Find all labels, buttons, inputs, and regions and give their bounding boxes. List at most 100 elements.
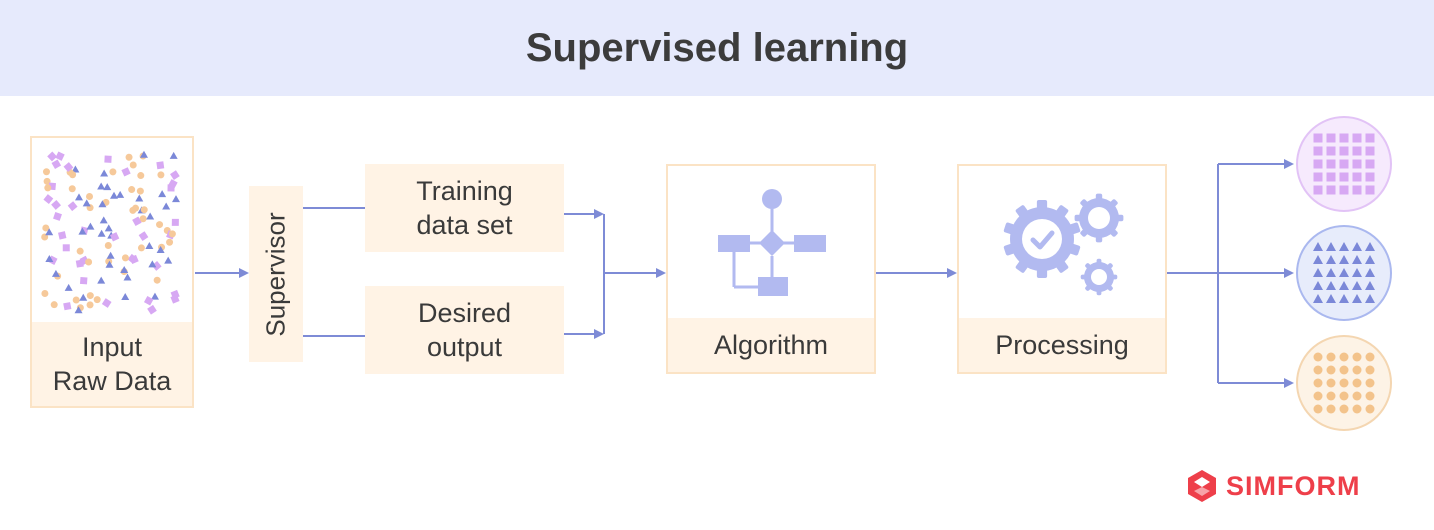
desired-label-line2: output xyxy=(426,332,503,362)
scattered-data-points xyxy=(41,150,180,315)
output-square-mark xyxy=(1365,185,1375,195)
output-circle-mark xyxy=(1352,352,1362,362)
data-point xyxy=(153,276,161,284)
data-point xyxy=(156,161,165,170)
output-square-mark xyxy=(1326,159,1336,169)
data-point xyxy=(143,295,154,306)
data-point xyxy=(43,177,51,185)
data-point xyxy=(86,301,94,309)
output-square-mark xyxy=(1326,146,1336,156)
data-point xyxy=(138,231,149,241)
data-point xyxy=(105,260,114,268)
data-point xyxy=(127,253,138,264)
data-point xyxy=(86,292,94,300)
data-point xyxy=(76,247,84,255)
algorithm-label: Algorithm xyxy=(713,330,829,360)
output-circle-mark xyxy=(1365,378,1375,388)
data-point xyxy=(145,242,154,250)
data-point xyxy=(166,238,174,246)
data-point xyxy=(129,206,137,214)
data-point xyxy=(69,171,77,179)
output-triangle-mark xyxy=(1326,281,1336,290)
data-point xyxy=(129,161,137,169)
data-point xyxy=(41,290,49,298)
data-point xyxy=(136,187,144,195)
data-point xyxy=(171,218,179,226)
data-point xyxy=(150,292,159,300)
output-triangle-mark xyxy=(1365,242,1375,251)
data-point xyxy=(98,200,107,208)
output-circle-mark xyxy=(1365,352,1375,362)
algorithm-box: Algorithm xyxy=(666,164,876,374)
data-point xyxy=(74,193,83,201)
output-square-mark xyxy=(1339,146,1349,156)
data-point xyxy=(128,186,136,194)
output-triangle-mark xyxy=(1339,255,1349,264)
output-square-mark xyxy=(1365,172,1375,182)
data-point xyxy=(104,242,112,250)
output-triangle-mark xyxy=(1339,268,1349,277)
data-point xyxy=(116,190,125,198)
output-circle-mark xyxy=(1339,391,1349,401)
output-circle-mark xyxy=(1313,365,1323,375)
output-square-mark xyxy=(1365,146,1375,156)
output-circle-mark xyxy=(1365,365,1375,375)
output-triangle-mark xyxy=(1352,242,1362,251)
header-banner: Supervised learning xyxy=(0,0,1434,96)
output-triangle-mark xyxy=(1313,281,1323,290)
data-point xyxy=(156,221,164,229)
data-point xyxy=(103,183,112,191)
output-square-mark xyxy=(1339,159,1349,169)
diagram-title: Supervised learning xyxy=(525,25,909,70)
output-triangle-mark xyxy=(1326,294,1336,303)
desired-output-box: Desired output xyxy=(365,286,564,374)
data-point xyxy=(109,232,120,242)
training-label-line1: Training xyxy=(416,176,513,206)
processing-box: Processing xyxy=(957,164,1167,374)
output-triangle-mark xyxy=(1365,268,1375,277)
data-point xyxy=(79,293,88,301)
data-point xyxy=(51,159,62,170)
data-point xyxy=(170,170,180,180)
large-gear-icon xyxy=(1003,199,1081,279)
simform-logo: SIMFORM xyxy=(1184,468,1361,504)
medium-gear-icon xyxy=(1074,193,1124,243)
small-gear-icon xyxy=(1080,258,1118,296)
input-raw-data-box: Input Raw Data xyxy=(30,136,194,408)
data-point xyxy=(106,251,115,259)
gears-icon xyxy=(1003,193,1124,296)
output-square-mark xyxy=(1365,159,1375,169)
output-square-mark xyxy=(1339,185,1349,195)
output-circles-circle xyxy=(1296,335,1392,431)
data-point xyxy=(156,246,165,254)
training-label-line2: data set xyxy=(416,210,513,240)
output-circle-mark xyxy=(1365,404,1375,414)
data-point xyxy=(137,244,145,252)
data-point xyxy=(164,256,173,264)
output-square-mark xyxy=(1313,146,1323,156)
data-point xyxy=(100,169,109,177)
output-square-mark xyxy=(1313,185,1323,195)
data-point xyxy=(139,150,148,158)
data-point xyxy=(93,296,101,304)
output-triangle-mark xyxy=(1313,294,1323,303)
data-point xyxy=(158,190,167,198)
flowchart-icon xyxy=(718,189,826,296)
output-square-mark xyxy=(1352,172,1362,182)
data-point xyxy=(55,151,65,161)
data-point xyxy=(51,200,62,210)
data-point xyxy=(147,304,157,315)
output-squares-circle xyxy=(1296,116,1392,212)
output-square-mark xyxy=(1339,172,1349,182)
output-circle-mark xyxy=(1313,391,1323,401)
data-point xyxy=(79,276,88,285)
data-point xyxy=(123,273,132,281)
output-square-mark xyxy=(1326,133,1336,143)
data-point xyxy=(63,162,74,172)
data-point xyxy=(148,260,157,268)
data-point xyxy=(47,151,58,162)
data-point xyxy=(101,298,112,308)
data-point xyxy=(121,293,130,301)
output-circle-mark xyxy=(1352,378,1362,388)
